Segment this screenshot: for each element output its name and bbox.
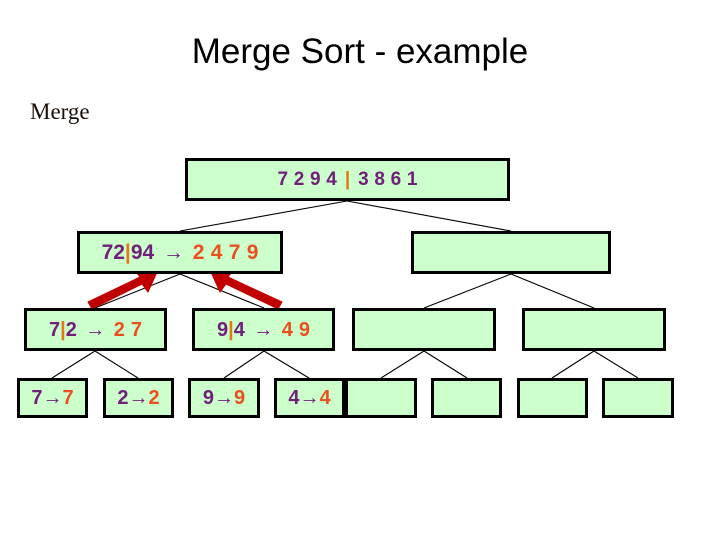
- tree-leaf-3[interactable]: 9→9: [188, 378, 260, 418]
- node-text: 9→9: [202, 387, 246, 409]
- tree-leaf-1[interactable]: 7→7: [17, 378, 88, 418]
- page-title: Merge Sort - example: [191, 32, 529, 71]
- tree-node-l2-right[interactable]: [411, 231, 611, 274]
- merge-arrow-left: [87, 267, 159, 310]
- tree-leaf-6[interactable]: [431, 378, 502, 418]
- node-text: 2→2: [117, 387, 160, 409]
- tree-leaf-2[interactable]: 2→2: [103, 378, 174, 418]
- tree-node-l3-4[interactable]: [522, 308, 666, 351]
- tree-leaf-5[interactable]: [345, 378, 417, 418]
- section-label-merge: Merge: [30, 99, 90, 124]
- tree-leaf-7[interactable]: [517, 378, 588, 418]
- tree-node-l3-3[interactable]: [352, 308, 496, 351]
- node-text: 7→7: [31, 387, 74, 409]
- merge-arrow-right: [209, 267, 283, 310]
- tree-leaf-4[interactable]: 4→4: [274, 378, 345, 418]
- node-text: 4→4: [288, 387, 331, 409]
- tree-leaf-8[interactable]: [602, 378, 674, 418]
